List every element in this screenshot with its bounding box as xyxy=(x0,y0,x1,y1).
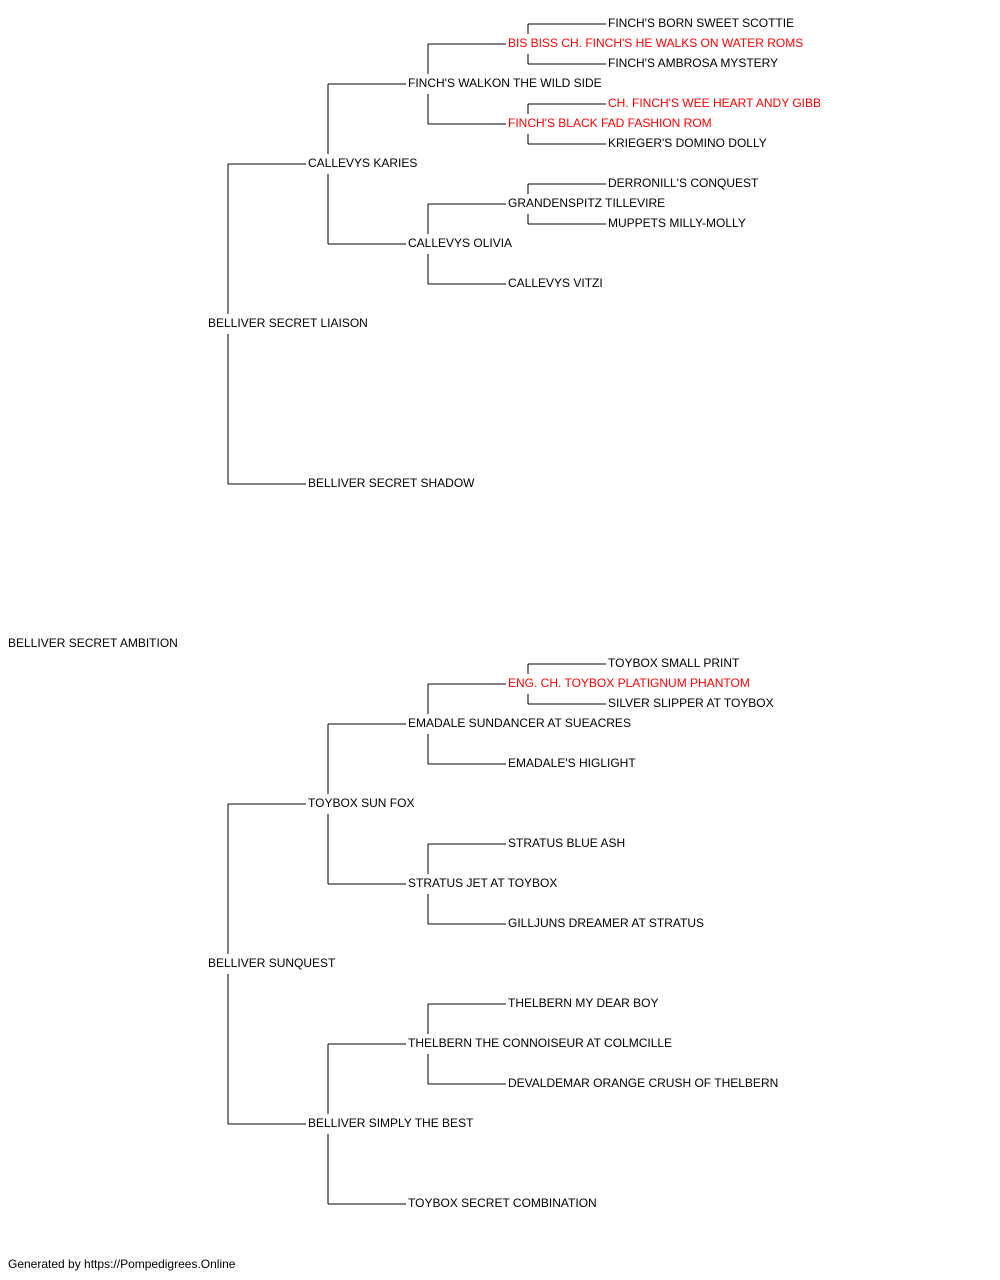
ancestor-name: FINCH'S AMBROSA MYSTERY xyxy=(608,56,779,70)
ancestor-name: DEVALDEMAR ORANGE CRUSH OF THELBERN xyxy=(508,1076,779,1090)
ancestor-name: BIS BISS CH. FINCH'S HE WALKS ON WATER R… xyxy=(508,36,804,50)
subject-name: BELLIVER SECRET AMBITION xyxy=(8,636,178,650)
ancestor-name: TOYBOX SUN FOX xyxy=(308,796,415,810)
ancestor-name: CALLEVYS OLIVIA xyxy=(408,236,513,250)
ancestor-name: FINCH'S BLACK FAD FASHION ROM xyxy=(508,116,712,130)
ancestor-name: BELLIVER SUNQUEST xyxy=(208,956,336,970)
ancestor-name: BELLIVER SECRET SHADOW xyxy=(308,476,475,490)
ancestor-name: THELBERN MY DEAR BOY xyxy=(508,996,659,1010)
ancestor-name: SILVER SLIPPER AT TOYBOX xyxy=(608,696,774,710)
ancestor-name: KRIEGER'S DOMINO DOLLY xyxy=(608,136,767,150)
ancestor-name: THELBERN THE CONNOISEUR AT COLMCILLE xyxy=(408,1036,673,1050)
ancestor-name: TOYBOX SECRET COMBINATION xyxy=(408,1196,597,1210)
ancestor-name: FINCH'S WALKON THE WILD SIDE xyxy=(408,76,602,90)
footer-credit: Generated by https://Pompedigrees.Online xyxy=(8,1257,236,1271)
ancestor-name: GILLJUNS DREAMER AT STRATUS xyxy=(508,916,705,930)
ancestor-name: EMADALE SUNDANCER AT SUEACRES xyxy=(408,716,631,730)
ancestor-name: CALLEVYS KARIES xyxy=(308,156,418,170)
ancestor-name: GRANDENSPITZ TILLEVIRE xyxy=(508,196,666,210)
ancestor-name: BELLIVER SIMPLY THE BEST xyxy=(308,1116,474,1130)
ancestor-name: STRATUS JET AT TOYBOX xyxy=(408,876,558,890)
ancestor-name: TOYBOX SMALL PRINT xyxy=(608,656,740,670)
ancestor-name: ENG. CH. TOYBOX PLATIGNUM PHANTOM xyxy=(508,676,750,690)
ancestor-name: STRATUS BLUE ASH xyxy=(508,836,626,850)
ancestor-name: CH. FINCH'S WEE HEART ANDY GIBB xyxy=(608,96,821,110)
ancestor-name: BELLIVER SECRET LIAISON xyxy=(208,316,368,330)
ancestor-name: EMADALE'S HIGLIGHT xyxy=(508,756,636,770)
ancestor-name: FINCH'S BORN SWEET SCOTTIE xyxy=(608,16,795,30)
ancestor-name: CALLEVYS VITZI xyxy=(508,276,603,290)
ancestor-name: DERRONILL'S CONQUEST xyxy=(608,176,759,190)
ancestor-name: MUPPETS MILLY-MOLLY xyxy=(608,216,746,230)
